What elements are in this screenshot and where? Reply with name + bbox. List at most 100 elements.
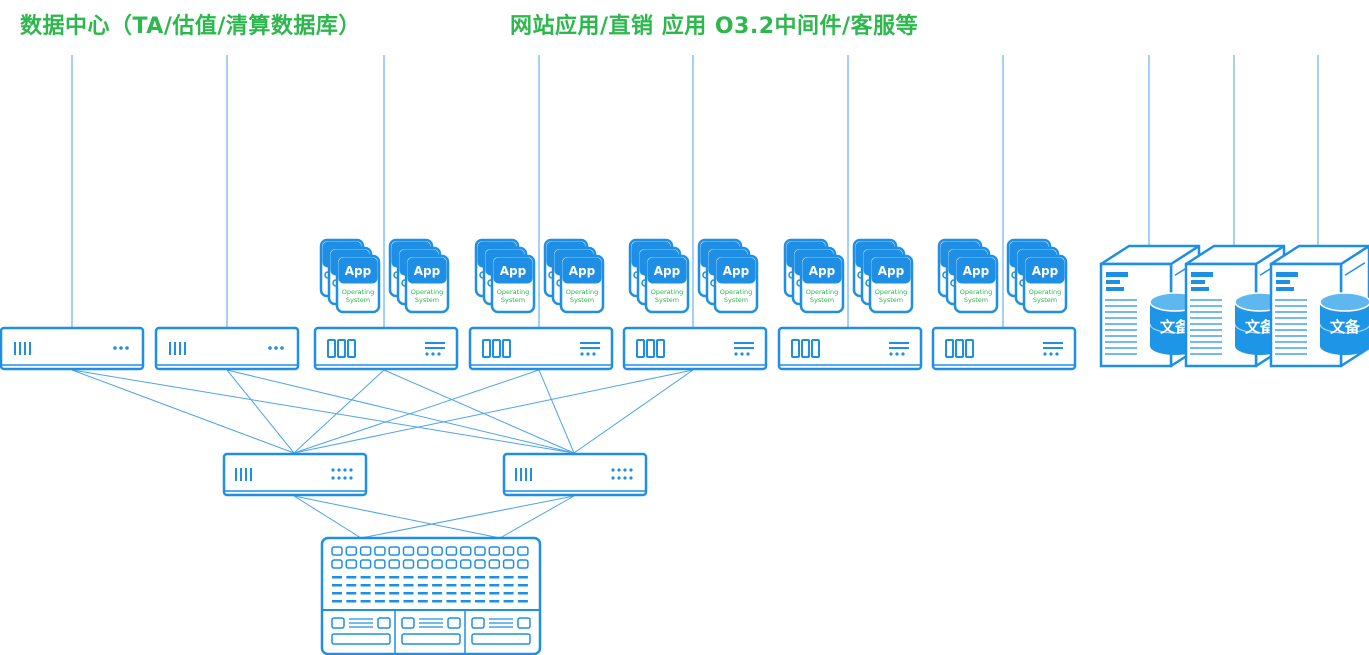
drive-slot xyxy=(388,559,400,569)
module-port xyxy=(377,617,391,629)
status-led xyxy=(431,352,435,356)
drive-indicator xyxy=(360,584,371,587)
label-bar xyxy=(1106,287,1124,291)
storage-link-line xyxy=(293,495,501,539)
drive-bay xyxy=(945,339,954,358)
drive-indicator xyxy=(360,576,371,579)
drive-bay xyxy=(636,339,645,358)
drive-indicator xyxy=(332,592,342,595)
status-led xyxy=(611,468,615,472)
drive-slot xyxy=(431,559,443,569)
app-label: App xyxy=(723,264,750,278)
os-label-line1: Operating xyxy=(1029,288,1062,296)
cylinder-band xyxy=(1319,323,1369,334)
module-slot xyxy=(401,633,461,645)
status-led xyxy=(592,352,596,356)
app-label: App xyxy=(963,264,990,278)
port-bar xyxy=(250,468,252,481)
status-led xyxy=(617,468,621,472)
mesh-line xyxy=(71,369,295,454)
network-switch-icon xyxy=(235,468,353,481)
status-led xyxy=(895,352,899,356)
drive-indicator xyxy=(475,584,485,587)
port-bar xyxy=(515,468,517,481)
status-led xyxy=(125,346,129,350)
status-led xyxy=(274,346,278,350)
status-led xyxy=(268,346,272,350)
status-led xyxy=(343,468,347,472)
drive-bay xyxy=(347,339,356,358)
os-label-line1: Operating xyxy=(960,288,993,296)
drive-indicator xyxy=(503,576,514,579)
drive-slot xyxy=(345,546,358,556)
drive-indicator xyxy=(332,600,342,603)
status-led xyxy=(623,468,627,472)
status-led xyxy=(280,346,284,350)
storage-link-line xyxy=(499,495,575,539)
mesh-line xyxy=(538,369,575,454)
drive-slot xyxy=(331,546,343,556)
drive-indicator xyxy=(403,576,414,579)
port-bar xyxy=(520,468,522,481)
os-label-line2: System xyxy=(570,296,594,304)
app-label: App xyxy=(809,264,836,278)
app-band xyxy=(871,257,911,284)
drive-bay xyxy=(179,342,181,355)
backup-label: 文备 xyxy=(1245,318,1276,336)
drive-slot xyxy=(388,546,400,556)
module-slot xyxy=(331,633,391,645)
label-bar xyxy=(1191,272,1213,277)
app-host-server xyxy=(313,326,459,371)
drive-bay xyxy=(646,339,655,358)
storage-array xyxy=(320,536,542,655)
drive-slot xyxy=(459,559,472,569)
mesh-line xyxy=(226,369,575,454)
backup-tower-server: 文备 xyxy=(1269,244,1369,368)
drive-indicator xyxy=(417,584,428,587)
os-label-line2: System xyxy=(415,296,439,304)
drive-slot xyxy=(474,559,486,569)
status-led xyxy=(629,476,633,480)
storage-link-line xyxy=(293,495,362,539)
drive-indicator xyxy=(475,576,485,579)
drive-bay xyxy=(14,342,16,355)
drive-bay xyxy=(955,339,964,358)
db-rack-server xyxy=(154,326,300,371)
drive-bay xyxy=(811,339,820,358)
drive-bay xyxy=(791,339,800,358)
switch-chassis xyxy=(222,452,368,497)
drive-slot xyxy=(359,559,372,569)
drive-indicator xyxy=(417,576,428,579)
drive-bay xyxy=(502,339,511,358)
os-label-line2: System xyxy=(501,296,525,304)
drive-indicator xyxy=(346,584,357,587)
mesh-line xyxy=(71,369,575,454)
drive-indicator xyxy=(517,576,528,579)
module-port xyxy=(471,617,485,629)
status-led xyxy=(425,352,429,356)
drive-bay xyxy=(184,342,186,355)
drive-indicator xyxy=(432,584,443,587)
drive-indicator xyxy=(374,584,385,587)
drive-bay xyxy=(327,339,336,358)
drive-bay xyxy=(19,342,21,355)
module-port xyxy=(447,617,461,629)
drive-indicator xyxy=(503,592,514,595)
status-led xyxy=(337,476,341,480)
status-led xyxy=(1049,352,1053,356)
os-label-line1: Operating xyxy=(497,288,530,296)
datacenter-title: 数据中心（TA/估值/清算数据库） xyxy=(20,14,361,39)
app-label: App xyxy=(414,264,441,278)
drive-indicator xyxy=(460,600,471,603)
os-label-line1: Operating xyxy=(720,288,753,296)
drive-bay xyxy=(482,339,491,358)
status-led xyxy=(623,476,627,480)
drive-indicator xyxy=(374,576,385,579)
drive-indicator xyxy=(360,592,371,595)
virtualization-host-icon xyxy=(636,339,754,358)
status-led xyxy=(437,352,441,356)
status-led xyxy=(617,476,621,480)
